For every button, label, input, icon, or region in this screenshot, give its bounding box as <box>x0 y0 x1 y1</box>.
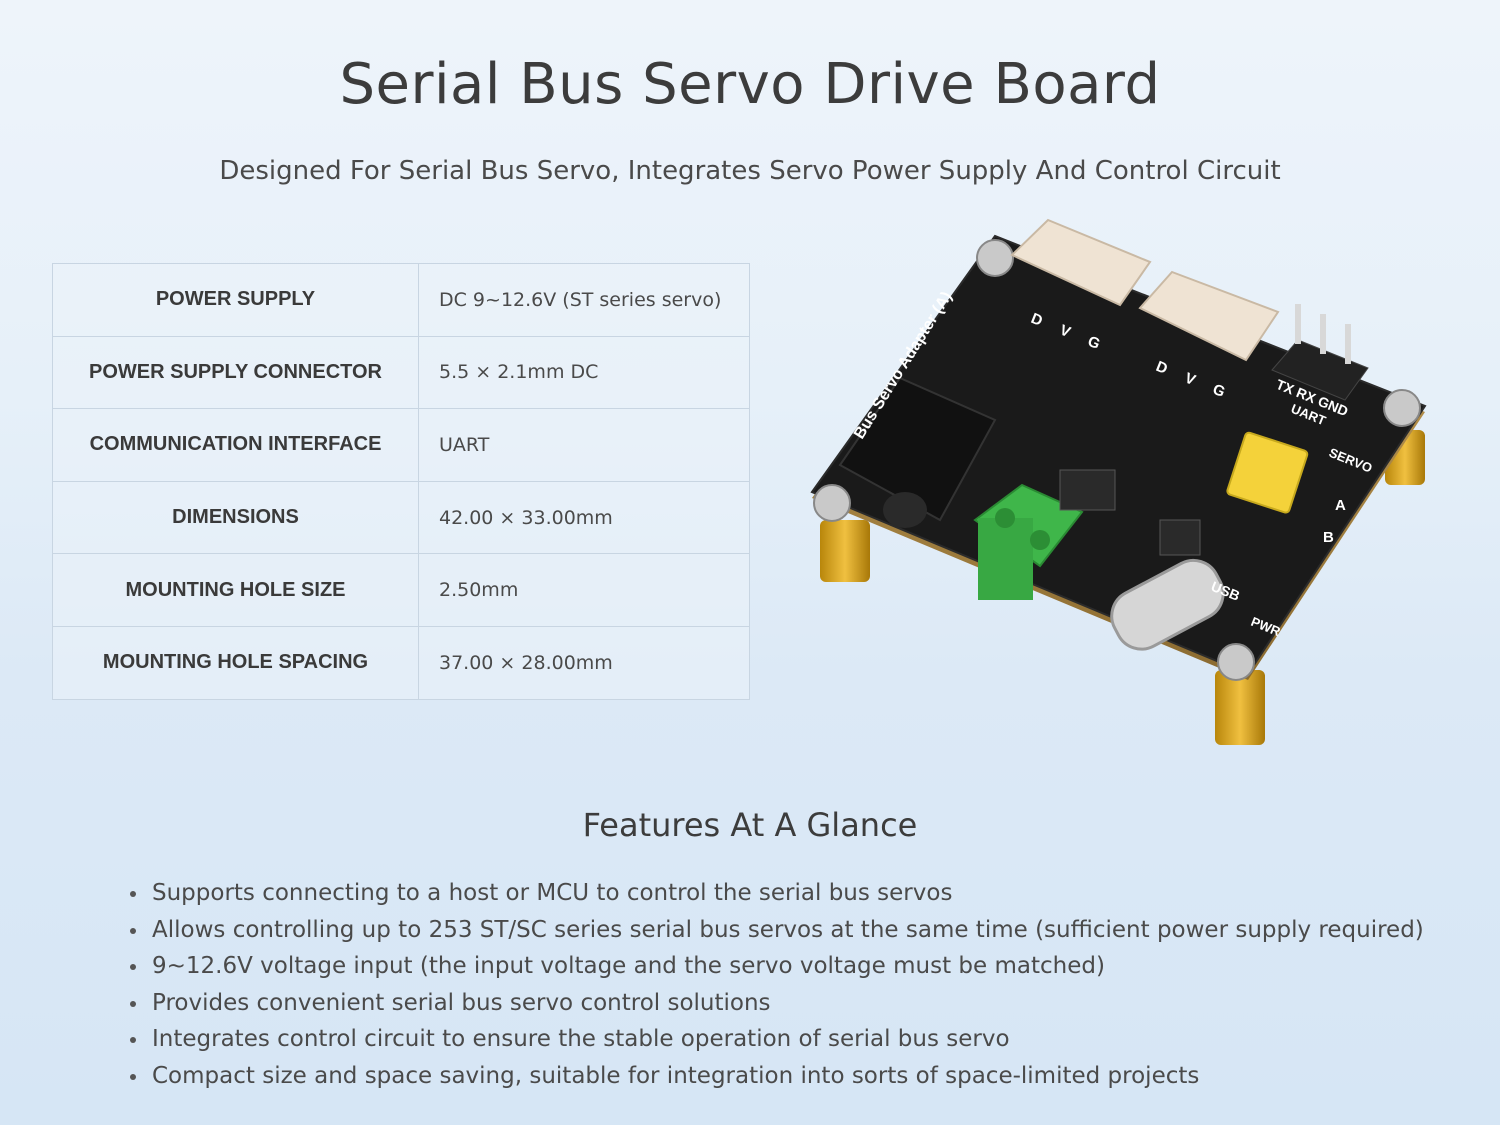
spec-label: COMMUNICATION INTERFACE <box>52 408 419 482</box>
spec-label: DIMENSIONS <box>52 481 419 555</box>
pin-header <box>1271 304 1369 401</box>
list-item: Integrates control circuit to ensure the… <box>130 1022 1424 1059</box>
features-list: Supports connecting to a host or MCU to … <box>130 876 1424 1096</box>
spec-value: UART <box>418 408 750 482</box>
spec-value: 42.00 × 33.00mm <box>418 481 750 555</box>
servo-connectors <box>1010 218 1280 362</box>
standoffs <box>820 430 1425 745</box>
spec-value: 2.50mm <box>418 553 750 627</box>
spec-value: 5.5 × 2.1mm DC <box>418 336 750 410</box>
spec-row: COMMUNICATION INTERFACE UART <box>52 408 750 482</box>
terminal-block <box>973 483 1084 600</box>
list-item: Allows controlling up to 253 ST/SC serie… <box>130 913 1424 950</box>
spec-label: MOUNTING HOLE SPACING <box>52 626 419 700</box>
spec-label: POWER SUPPLY CONNECTOR <box>52 336 419 410</box>
pcb <box>810 234 1427 676</box>
b-label: B <box>1323 529 1334 546</box>
spec-row: POWER SUPPLY DC 9~12.6V (ST series servo… <box>52 263 750 337</box>
screws <box>813 239 1421 681</box>
spec-row: POWER SUPPLY CONNECTOR 5.5 × 2.1mm DC <box>52 336 750 410</box>
board-photo: Bus Servo Adapter (A) D V G D V G TX RX … <box>810 218 1427 745</box>
spec-label: POWER SUPPLY <box>52 263 419 337</box>
spec-value: 37.00 × 28.00mm <box>418 626 750 700</box>
features-title: Features At A Glance <box>582 806 918 844</box>
usb-c-port <box>1110 558 1225 651</box>
jumper <box>1226 431 1309 514</box>
spec-value: DC 9~12.6V (ST series servo) <box>418 263 750 337</box>
page-title: Serial Bus Servo Drive Board <box>339 52 1161 117</box>
spec-table: POWER SUPPLY DC 9~12.6V (ST series servo… <box>52 263 750 700</box>
spec-row: DIMENSIONS 42.00 × 33.00mm <box>52 481 750 555</box>
spec-label: MOUNTING HOLE SIZE <box>52 553 419 627</box>
spec-row: MOUNTING HOLE SIZE 2.50mm <box>52 553 750 627</box>
list-item: Provides convenient serial bus servo con… <box>130 986 1424 1023</box>
list-item: Supports connecting to a host or MCU to … <box>130 876 1424 913</box>
spec-row: MOUNTING HOLE SPACING 37.00 × 28.00mm <box>52 626 750 700</box>
a-label: A <box>1335 497 1346 514</box>
list-item: 9~12.6V voltage input (the input voltage… <box>130 949 1424 986</box>
page-subtitle: Designed For Serial Bus Servo, Integrate… <box>219 156 1281 186</box>
list-item: Compact size and space saving, suitable … <box>130 1059 1424 1096</box>
